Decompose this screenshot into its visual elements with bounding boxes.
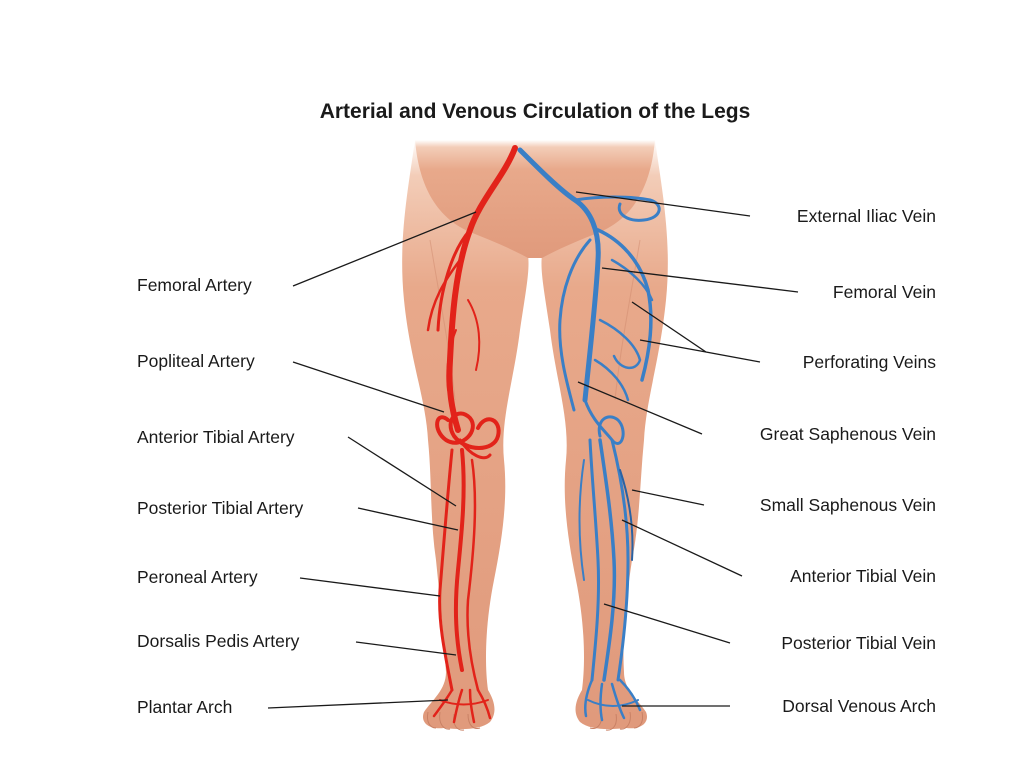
- artery-labels: Femoral Artery Popliteal Artery Anterior…: [137, 275, 304, 717]
- label-femoral-artery: Femoral Artery: [137, 275, 252, 295]
- label-posterior-tibial-vein: Posterior Tibial Vein: [781, 633, 936, 653]
- venous-tree: [517, 147, 661, 722]
- label-external-iliac-vein: External Iliac Vein: [797, 206, 936, 226]
- label-anterior-tibial-artery: Anterior Tibial Artery: [137, 427, 295, 447]
- label-plantar-arch: Plantar Arch: [137, 697, 232, 717]
- label-small-saphenous-vein: Small Saphenous Vein: [760, 495, 936, 515]
- diagram-title: Arterial and Venous Circulation of the L…: [319, 100, 751, 123]
- label-peroneal-artery: Peroneal Artery: [137, 567, 258, 587]
- label-great-saphenous-vein: Great Saphenous Vein: [760, 424, 936, 444]
- label-popliteal-artery: Popliteal Artery: [137, 351, 255, 371]
- label-perforating-veins: Perforating Veins: [803, 352, 937, 372]
- arterial-tree: [426, 145, 518, 724]
- label-femoral-vein: Femoral Vein: [833, 282, 936, 302]
- vein-labels: External Iliac Vein Femoral Vein Perfora…: [760, 206, 936, 716]
- leader-lines: [267, 191, 799, 709]
- label-posterior-tibial-artery: Posterior Tibial Artery: [137, 498, 304, 518]
- label-anterior-tibial-vein: Anterior Tibial Vein: [790, 566, 936, 586]
- label-dorsal-venous-arch: Dorsal Venous Arch: [782, 696, 936, 716]
- label-dorsalis-pedis-artery: Dorsalis Pedis Artery: [137, 631, 300, 651]
